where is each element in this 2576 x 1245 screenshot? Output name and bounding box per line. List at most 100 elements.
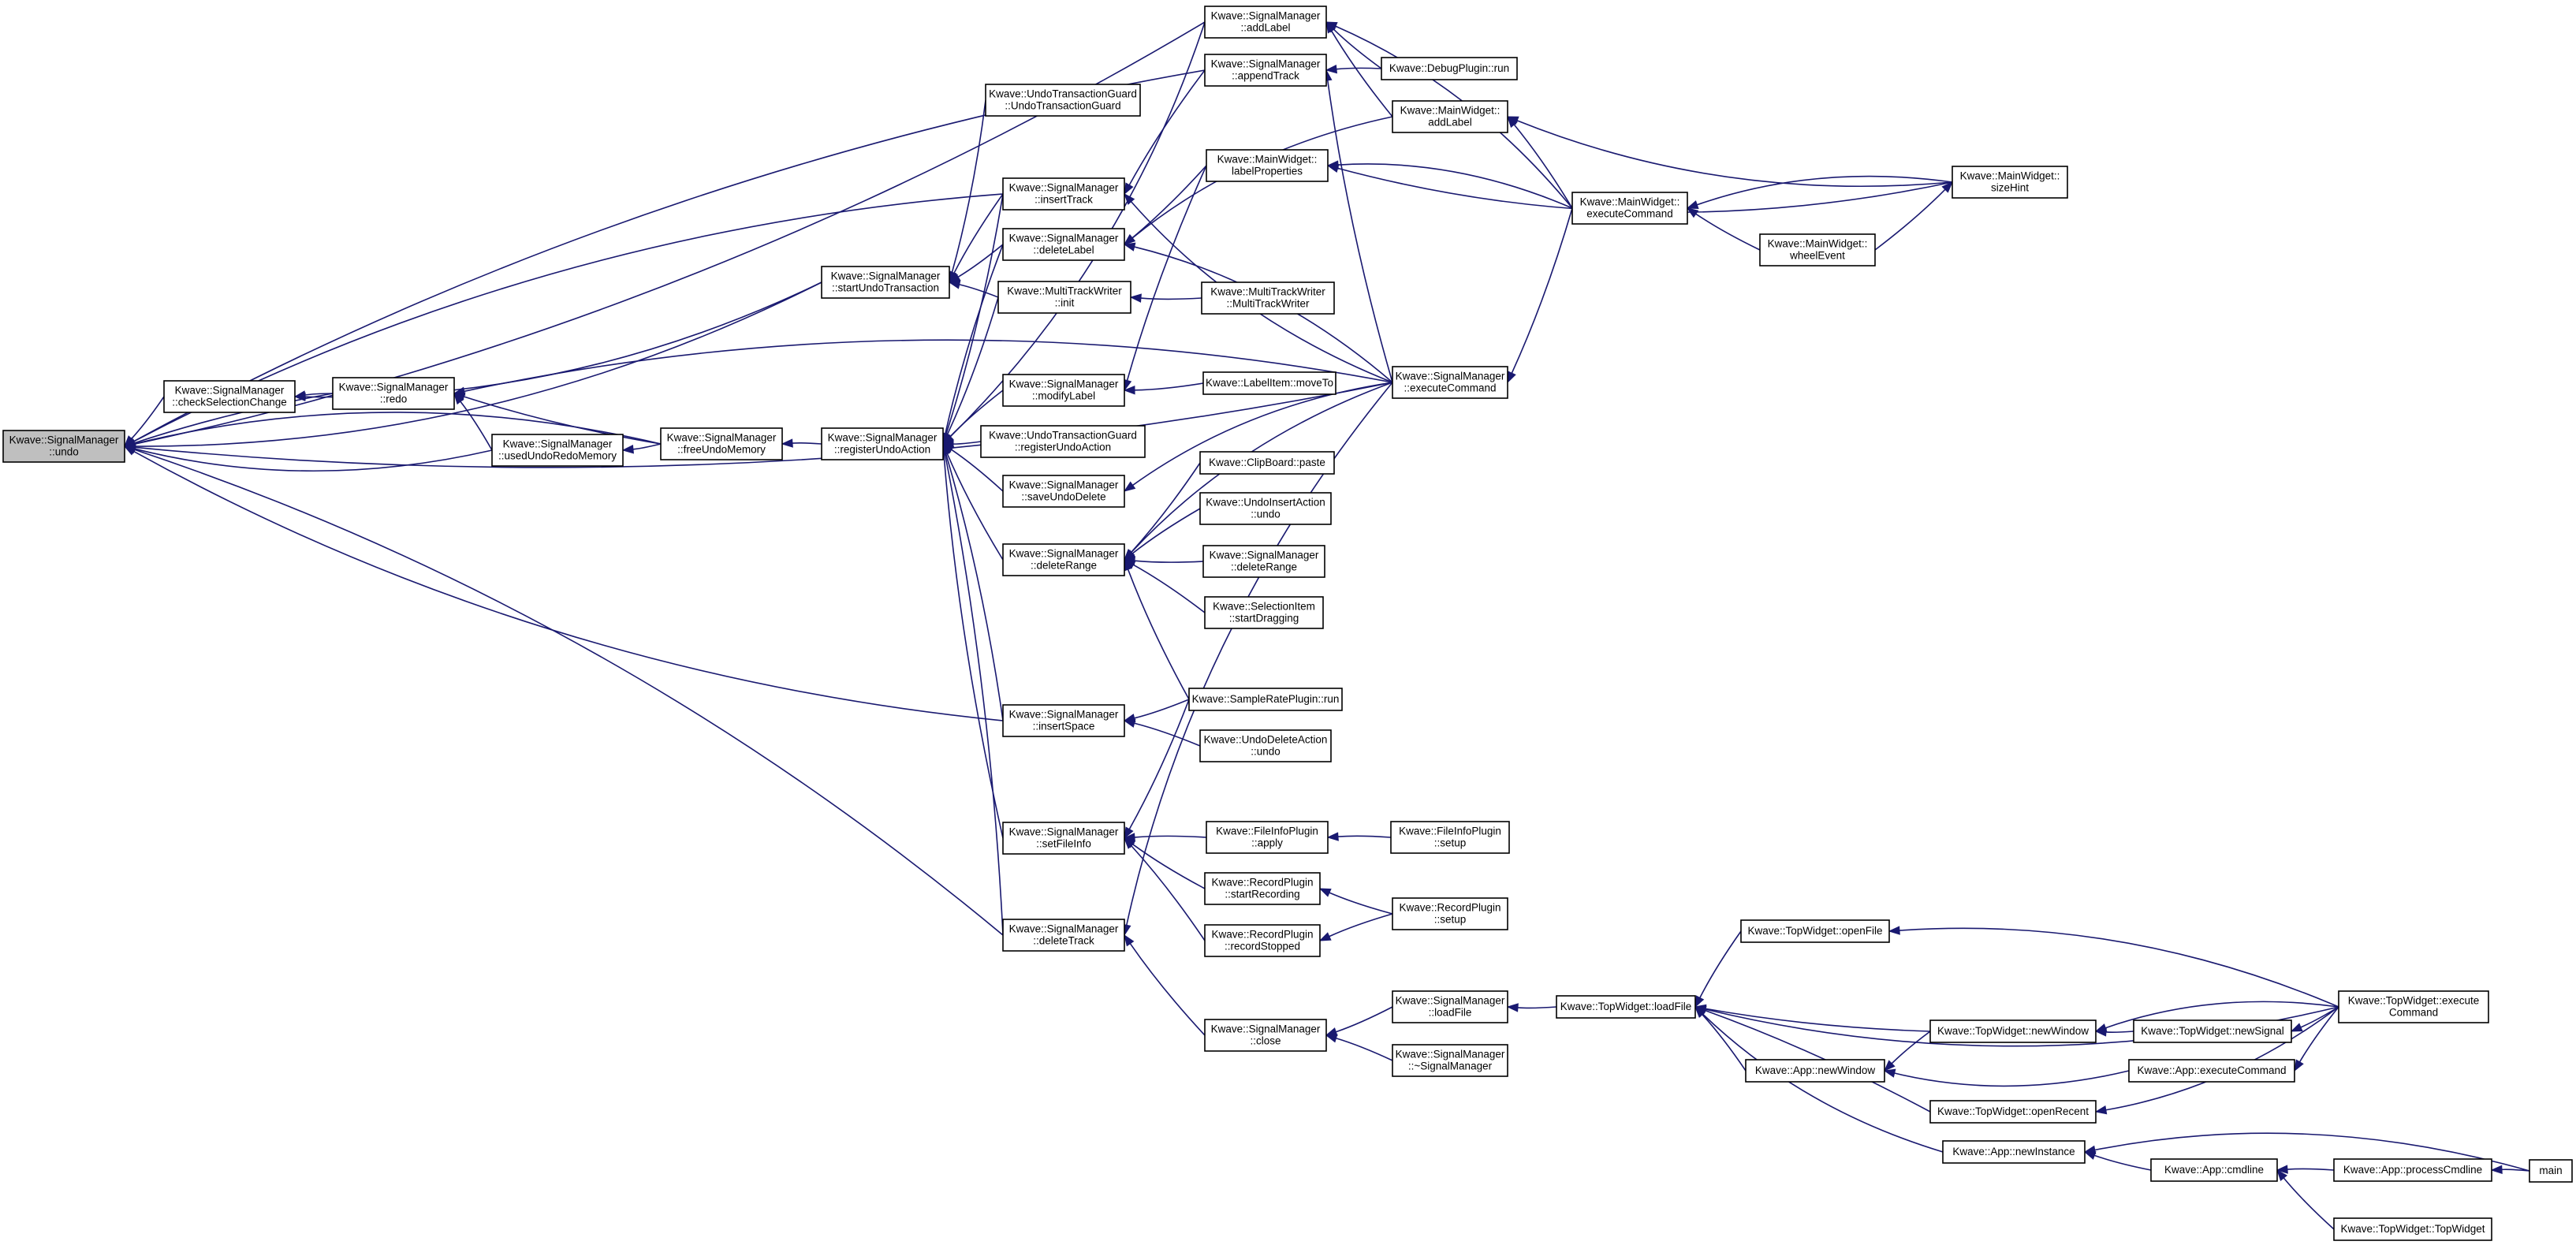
node-sm-exec[interactable]: Kwave::SignalManager::executeCommand bbox=[1392, 366, 1508, 399]
node-clip-paste[interactable]: Kwave::ClipBoard::paste bbox=[1199, 451, 1335, 475]
node-tw-ctor[interactable]: Kwave::TopWidget::TopWidget bbox=[2333, 1217, 2492, 1241]
node-sm-load-file[interactable]: Kwave::SignalManager::loadFile bbox=[1392, 990, 1508, 1023]
node-sr-run[interactable]: Kwave::SampleRatePlugin::run bbox=[1188, 688, 1343, 711]
node-label: Kwave::MainWidget:: bbox=[1960, 170, 2060, 182]
node-tw-open-file[interactable]: Kwave::TopWidget::openFile bbox=[1740, 919, 1890, 943]
node-label: Kwave::SignalManager bbox=[1009, 923, 1119, 935]
node-box bbox=[1202, 545, 1325, 578]
node-set-file-info[interactable]: Kwave::SignalManager::setFileInfo bbox=[1002, 822, 1125, 855]
node-append-track[interactable]: Kwave::SignalManager::appendTrack bbox=[1204, 54, 1327, 87]
node-delete-track[interactable]: Kwave::SignalManager::deleteTrack bbox=[1002, 919, 1125, 952]
node-box bbox=[980, 425, 1146, 458]
node-tw-new-window[interactable]: Kwave::TopWidget::newWindow bbox=[1929, 1019, 2097, 1043]
edge-line bbox=[1131, 165, 1207, 239]
node-sm-close[interactable]: Kwave::SignalManager::close bbox=[1204, 1019, 1327, 1052]
node-debug-run[interactable]: Kwave::DebugPlugin::run bbox=[1381, 57, 1518, 80]
node-rec-stopped[interactable]: Kwave::RecordPlugin::recordStopped bbox=[1204, 924, 1321, 957]
edge-line bbox=[946, 296, 999, 435]
node-app-new-instance[interactable]: Kwave::App::newInstance bbox=[1942, 1140, 2086, 1164]
node-utg-ctor[interactable]: Kwave::UndoTransactionGuard::UndoTransac… bbox=[985, 84, 1141, 117]
node-insert-space[interactable]: Kwave::SignalManager::insertSpace bbox=[1002, 704, 1125, 737]
edge-line bbox=[959, 284, 999, 298]
edge-line bbox=[951, 99, 986, 273]
node-tw-open-recent[interactable]: Kwave::TopWidget::openRecent bbox=[1929, 1100, 2097, 1124]
node-box bbox=[1740, 919, 1890, 943]
edge-line bbox=[1329, 892, 1393, 915]
node-fi-setup[interactable]: Kwave::FileInfoPlugin::setup bbox=[1390, 821, 1510, 854]
arrowhead bbox=[1325, 64, 1338, 74]
node-label: Kwave::TopWidget::newSignal bbox=[2141, 1025, 2284, 1037]
node-redo[interactable]: Kwave::SignalManager::redo bbox=[332, 377, 455, 410]
node-label: executeCommand bbox=[1586, 208, 1673, 220]
node-mw-add-label[interactable]: Kwave::MainWidget::addLabel bbox=[1392, 100, 1508, 133]
node-box bbox=[821, 427, 944, 460]
node-label: Kwave::SignalManager bbox=[1211, 10, 1321, 22]
node-sel-start-drag[interactable]: Kwave::SelectionItem::startDragging bbox=[1204, 596, 1324, 629]
arrowhead bbox=[2094, 1105, 2108, 1115]
node-register-undo[interactable]: Kwave::SignalManager::registerUndoAction bbox=[821, 427, 944, 460]
node-mw-wheel[interactable]: Kwave::MainWidget::wheelEvent bbox=[1759, 233, 1876, 267]
node-box bbox=[1556, 995, 1696, 1019]
edge-sm-exec-to-append-track bbox=[1323, 69, 1393, 383]
node-used-undo-redo[interactable]: Kwave::SignalManager::usedUndoRedoMemory bbox=[491, 434, 624, 467]
node-uia-undo[interactable]: Kwave::UndoInsertAction::undo bbox=[1199, 492, 1332, 525]
node-utg-register[interactable]: Kwave::UndoTransactionGuard::registerUnd… bbox=[980, 425, 1146, 458]
node-free-undo[interactable]: Kwave::SignalManager::freeUndoMemory bbox=[660, 427, 783, 460]
node-check-sel[interactable]: Kwave::SignalManager::checkSelectionChan… bbox=[163, 380, 296, 413]
node-label-move-to[interactable]: Kwave::LabelItem::moveTo bbox=[1202, 371, 1336, 395]
node-delete-label[interactable]: Kwave::SignalManager::deleteLabel bbox=[1002, 228, 1125, 261]
node-app-exec[interactable]: Kwave::App::executeCommand bbox=[2128, 1059, 2295, 1083]
edge-line bbox=[1702, 1014, 1747, 1072]
edge-line bbox=[2093, 1154, 2152, 1171]
arrowhead bbox=[781, 438, 793, 448]
node-label: Kwave::MainWidget:: bbox=[1217, 154, 1318, 166]
node-label: ::deleteTrack bbox=[1033, 935, 1094, 947]
edge-used-undo-redo-to-undo bbox=[123, 444, 493, 472]
node-uda-undo[interactable]: Kwave::UndoDeleteAction::undo bbox=[1199, 729, 1332, 762]
arrowhead bbox=[293, 392, 306, 402]
node-rec-start[interactable]: Kwave::RecordPlugin::startRecording bbox=[1204, 872, 1321, 905]
node-mtw-init[interactable]: Kwave::MultiTrackWriter::init bbox=[997, 281, 1131, 314]
node-label: Kwave::SignalManager bbox=[1210, 550, 1319, 561]
edge-line bbox=[945, 244, 1004, 434]
node-main[interactable]: main bbox=[2529, 1159, 2573, 1183]
node-label: ::deleteRange bbox=[1231, 561, 1297, 573]
edge-sm-dtor-to-sm-close bbox=[1325, 1034, 1393, 1061]
node-label: Kwave::SignalManager bbox=[1211, 1023, 1321, 1035]
node-sm-delete-range2[interactable]: Kwave::SignalManager::deleteRange bbox=[1202, 545, 1325, 578]
edge-sr-run-to-set-file-info bbox=[1124, 699, 1190, 840]
node-tw-load-file[interactable]: Kwave::TopWidget::loadFile bbox=[1556, 995, 1696, 1019]
node-mw-exec[interactable]: Kwave::MainWidget::executeCommand bbox=[1571, 192, 1688, 225]
edge-line bbox=[1131, 508, 1201, 554]
node-tw-new-signal[interactable]: Kwave::TopWidget::newSignal bbox=[2133, 1019, 2292, 1043]
node-label: ::init bbox=[1055, 297, 1075, 309]
edge-line bbox=[134, 449, 1004, 936]
edge-tw-new-window-to-app-new-window bbox=[1884, 1031, 1931, 1072]
node-tw-exec[interactable]: Kwave::TopWidget::executeCommand bbox=[2338, 990, 2489, 1023]
node-label: Kwave::SignalManager bbox=[175, 385, 285, 397]
node-save-undo-delete[interactable]: Kwave::SignalManager::saveUndoDelete bbox=[1002, 475, 1125, 508]
node-label: ::usedUndoRedoMemory bbox=[498, 450, 617, 462]
node-undo[interactable]: Kwave::SignalManager::undo bbox=[2, 430, 125, 463]
edge-line bbox=[1517, 1006, 1557, 1009]
node-app-cmdline[interactable]: Kwave::App::cmdline bbox=[2150, 1158, 2278, 1182]
node-mw-size-hint[interactable]: Kwave::MainWidget::sizeHint bbox=[1952, 166, 2068, 199]
node-sm-dtor[interactable]: Kwave::SignalManager::~SignalManager bbox=[1392, 1044, 1508, 1077]
node-mw-label-props[interactable]: Kwave::MainWidget::labelProperties bbox=[1206, 149, 1329, 182]
node-modify-label[interactable]: Kwave::SignalManager::modifyLabel bbox=[1002, 374, 1125, 407]
node-delete-range[interactable]: Kwave::SignalManager::deleteRange bbox=[1002, 543, 1125, 576]
node-mtw-ctor[interactable]: Kwave::MultiTrackWriter::MultiTrackWrite… bbox=[1201, 281, 1335, 315]
node-app-proc-cmdline[interactable]: Kwave::App::processCmdline bbox=[2333, 1158, 2492, 1182]
node-rec-setup[interactable]: Kwave::RecordPlugin::setup bbox=[1392, 897, 1508, 930]
node-label: Command bbox=[2389, 1007, 2438, 1019]
node-fi-apply[interactable]: Kwave::FileInfoPlugin::apply bbox=[1206, 821, 1329, 854]
edge-sr-run-to-insert-space bbox=[1123, 699, 1190, 723]
node-insert-track[interactable]: Kwave::SignalManager::insertTrack bbox=[1002, 177, 1125, 211]
node-start-undo[interactable]: Kwave::SignalManager::startUndoTransacti… bbox=[821, 266, 950, 299]
node-app-new-window[interactable]: Kwave::App::newWindow bbox=[1745, 1059, 1885, 1083]
node-box bbox=[1381, 57, 1518, 80]
edge-sm-exec-to-redo bbox=[453, 339, 1393, 396]
node-label: Kwave::FileInfoPlugin bbox=[1399, 826, 1501, 837]
node-add-label-sm[interactable]: Kwave::SignalManager::addLabel bbox=[1204, 6, 1327, 39]
node-label: ::freeUndoMemory bbox=[677, 444, 766, 456]
